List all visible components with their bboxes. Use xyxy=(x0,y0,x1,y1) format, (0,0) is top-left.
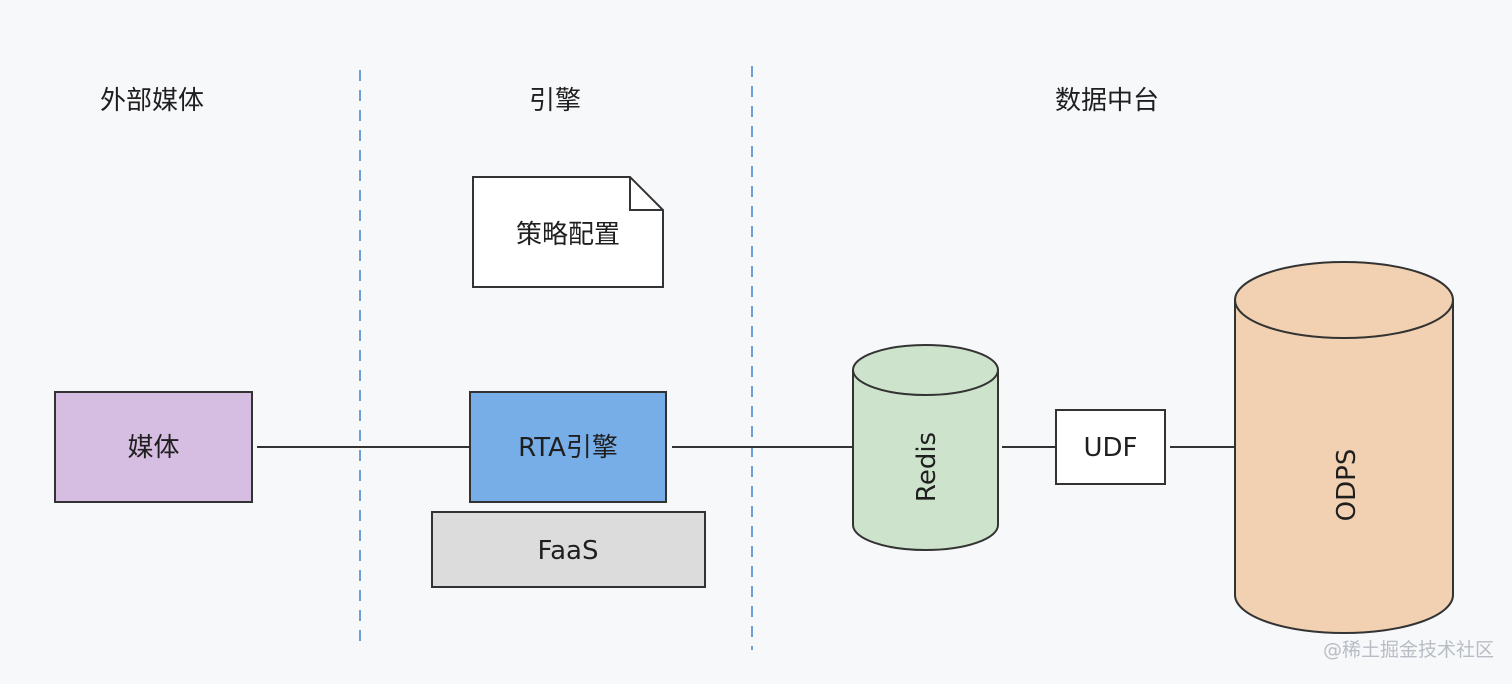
rta-engine-node: RTA引擎 xyxy=(469,391,667,503)
watermark: @稀土掘金技术社区 xyxy=(1322,639,1494,661)
odps-node: ODPS xyxy=(1234,261,1454,634)
udf-node: UDF xyxy=(1055,409,1166,485)
strategy-config-document: 策略配置 xyxy=(472,176,664,288)
column-heading-data-platform: 数据中台 xyxy=(1055,86,1160,116)
redis-node: Redis xyxy=(852,344,999,551)
odps-label: ODPS xyxy=(1332,449,1362,522)
strategy-config-label: 策略配置 xyxy=(516,220,620,250)
media-label: 媒体 xyxy=(127,433,179,463)
udf-label: UDF xyxy=(1083,433,1137,463)
faas-node: FaaS xyxy=(431,511,706,588)
rta-engine-label: RTA引擎 xyxy=(518,433,618,463)
column-heading-engine: 引擎 xyxy=(529,86,582,116)
redis-label: Redis xyxy=(912,432,942,502)
column-heading-external-media: 外部媒体 xyxy=(100,86,205,116)
faas-label: FaaS xyxy=(538,536,599,566)
media-node: 媒体 xyxy=(54,391,253,503)
